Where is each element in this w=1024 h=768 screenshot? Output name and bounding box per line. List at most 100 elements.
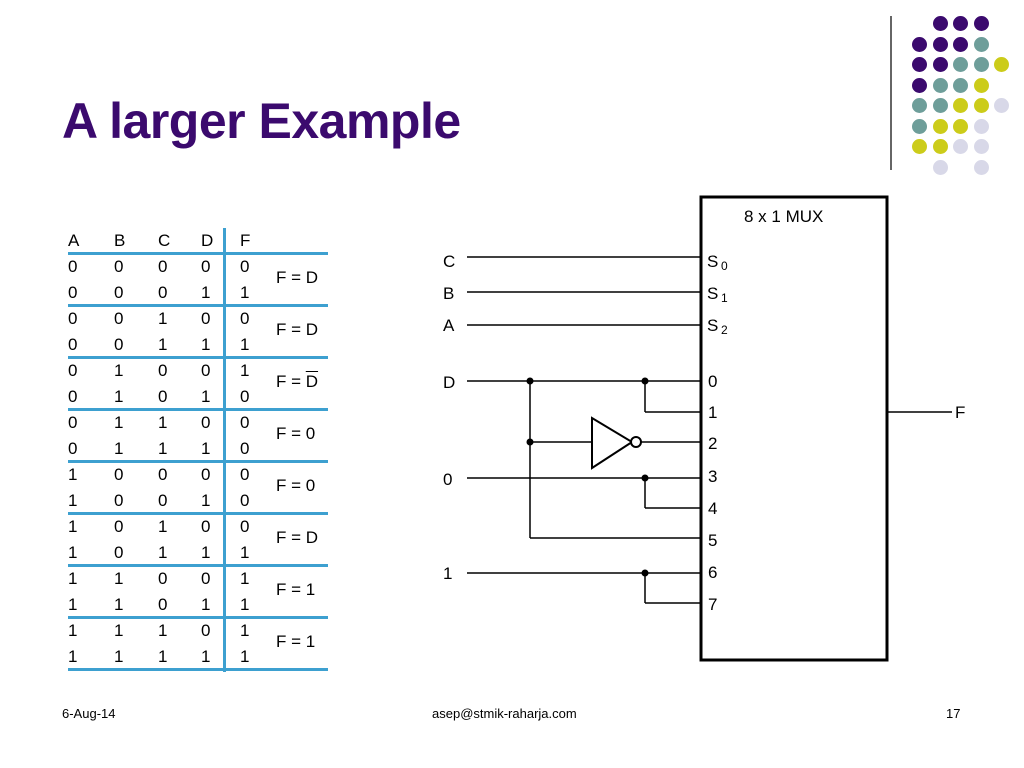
table-row-separator [68,668,328,671]
pin-subscript-s0: 0 [721,259,728,273]
table-cell: 0 [68,361,78,380]
select-line-s0: C S 0 [443,252,728,273]
table-cell: 0 [114,309,124,328]
table-cell: 1 [240,647,250,666]
source-label-one: 1 [443,564,452,583]
pin-label-s2: S [707,316,718,335]
table-cell: 1 [114,413,124,432]
function-expression: F = D [276,268,319,287]
table-cell: 0 [114,335,124,354]
mux-circuit-diagram: 8 x 1 MUX C S 0 B S 1 A S 2 0 1 2 3 4 5 … [443,195,965,662]
table-cell: 0 [201,361,211,380]
column-header-f: F [240,231,251,250]
signal-label-a: A [443,316,455,335]
column-header-b: B [114,231,126,250]
function-expression: F = 1 [276,580,316,599]
table-column-separator [223,228,226,672]
table-cell: 1 [68,517,78,536]
table-cell: 1 [201,647,211,666]
table-cell: 1 [114,387,124,406]
table-row-separator [68,408,328,411]
table-cell: 0 [114,283,124,302]
table-cell: 1 [114,647,124,666]
data-pin-6: 6 [708,563,717,582]
table-cell: 1 [114,569,124,588]
data-pin-2: 2 [708,434,717,453]
mux-box [699,195,889,662]
table-cell: 1 [68,465,78,484]
source-label-d: D [443,373,455,392]
table-cell: 0 [158,491,168,510]
table-cell: 1 [68,595,78,614]
table-cell: 0 [201,569,211,588]
decorative-dot [932,16,948,31]
table-cell: 1 [201,387,211,406]
table-cell: 1 [68,491,78,510]
table-cell: 0 [68,257,78,276]
decorative-dot [994,57,1009,72]
decorative-dot [953,98,968,113]
column-header-d: D [201,231,214,250]
table-cell: 0 [158,283,168,302]
wire-zero-net: 0 [443,470,701,509]
column-header-a: A [68,231,80,250]
wire-one-net: 1 [443,564,701,604]
function-expression: F = 0 [276,476,316,495]
table-cell: 1 [158,517,168,536]
table-cell: 1 [114,361,124,380]
table-cell: 1 [158,647,168,666]
inverter-gate [591,416,642,470]
table-cell: 0 [68,283,78,302]
output-line: F [887,403,965,422]
table-cell: 0 [68,439,78,458]
table-cell: 0 [114,465,124,484]
table-cell: 0 [158,361,168,380]
data-pin-7: 7 [708,595,717,614]
function-expression: F = D [276,372,319,391]
output-label-f: F [955,403,965,422]
data-pin-3: 3 [708,467,717,486]
table-cell: 1 [201,283,211,302]
pin-label-s0: S [707,252,718,271]
table-row-separator [68,616,328,619]
decorative-dot [932,77,948,93]
table-row-separator [68,356,328,359]
decorative-dot [912,139,927,154]
decorative-dot [953,118,968,134]
table-cell: 0 [68,387,78,406]
table-cell: 0 [201,621,211,640]
data-pin-0: 0 [708,372,717,391]
decorative-dot [973,159,989,175]
table-cell: 0 [68,413,78,432]
table-cell: 1 [158,413,168,432]
table-cell: 1 [158,309,168,328]
table-row-separator [68,512,328,515]
decorative-dot [953,16,968,31]
table-cell: 1 [158,621,168,640]
decorative-dot [973,16,989,31]
signal-label-c: C [443,252,455,271]
table-cell: 1 [114,595,124,614]
table-cell: 0 [201,413,211,432]
decorative-dot [973,139,989,154]
table-cell: 0 [240,257,250,276]
table-cell: 1 [68,621,78,640]
table-cell: 1 [114,439,124,458]
select-line-s1: B S 1 [443,284,728,305]
decorative-dot [973,36,989,52]
table-row-separator [68,460,328,463]
table-row-separator [68,564,328,567]
